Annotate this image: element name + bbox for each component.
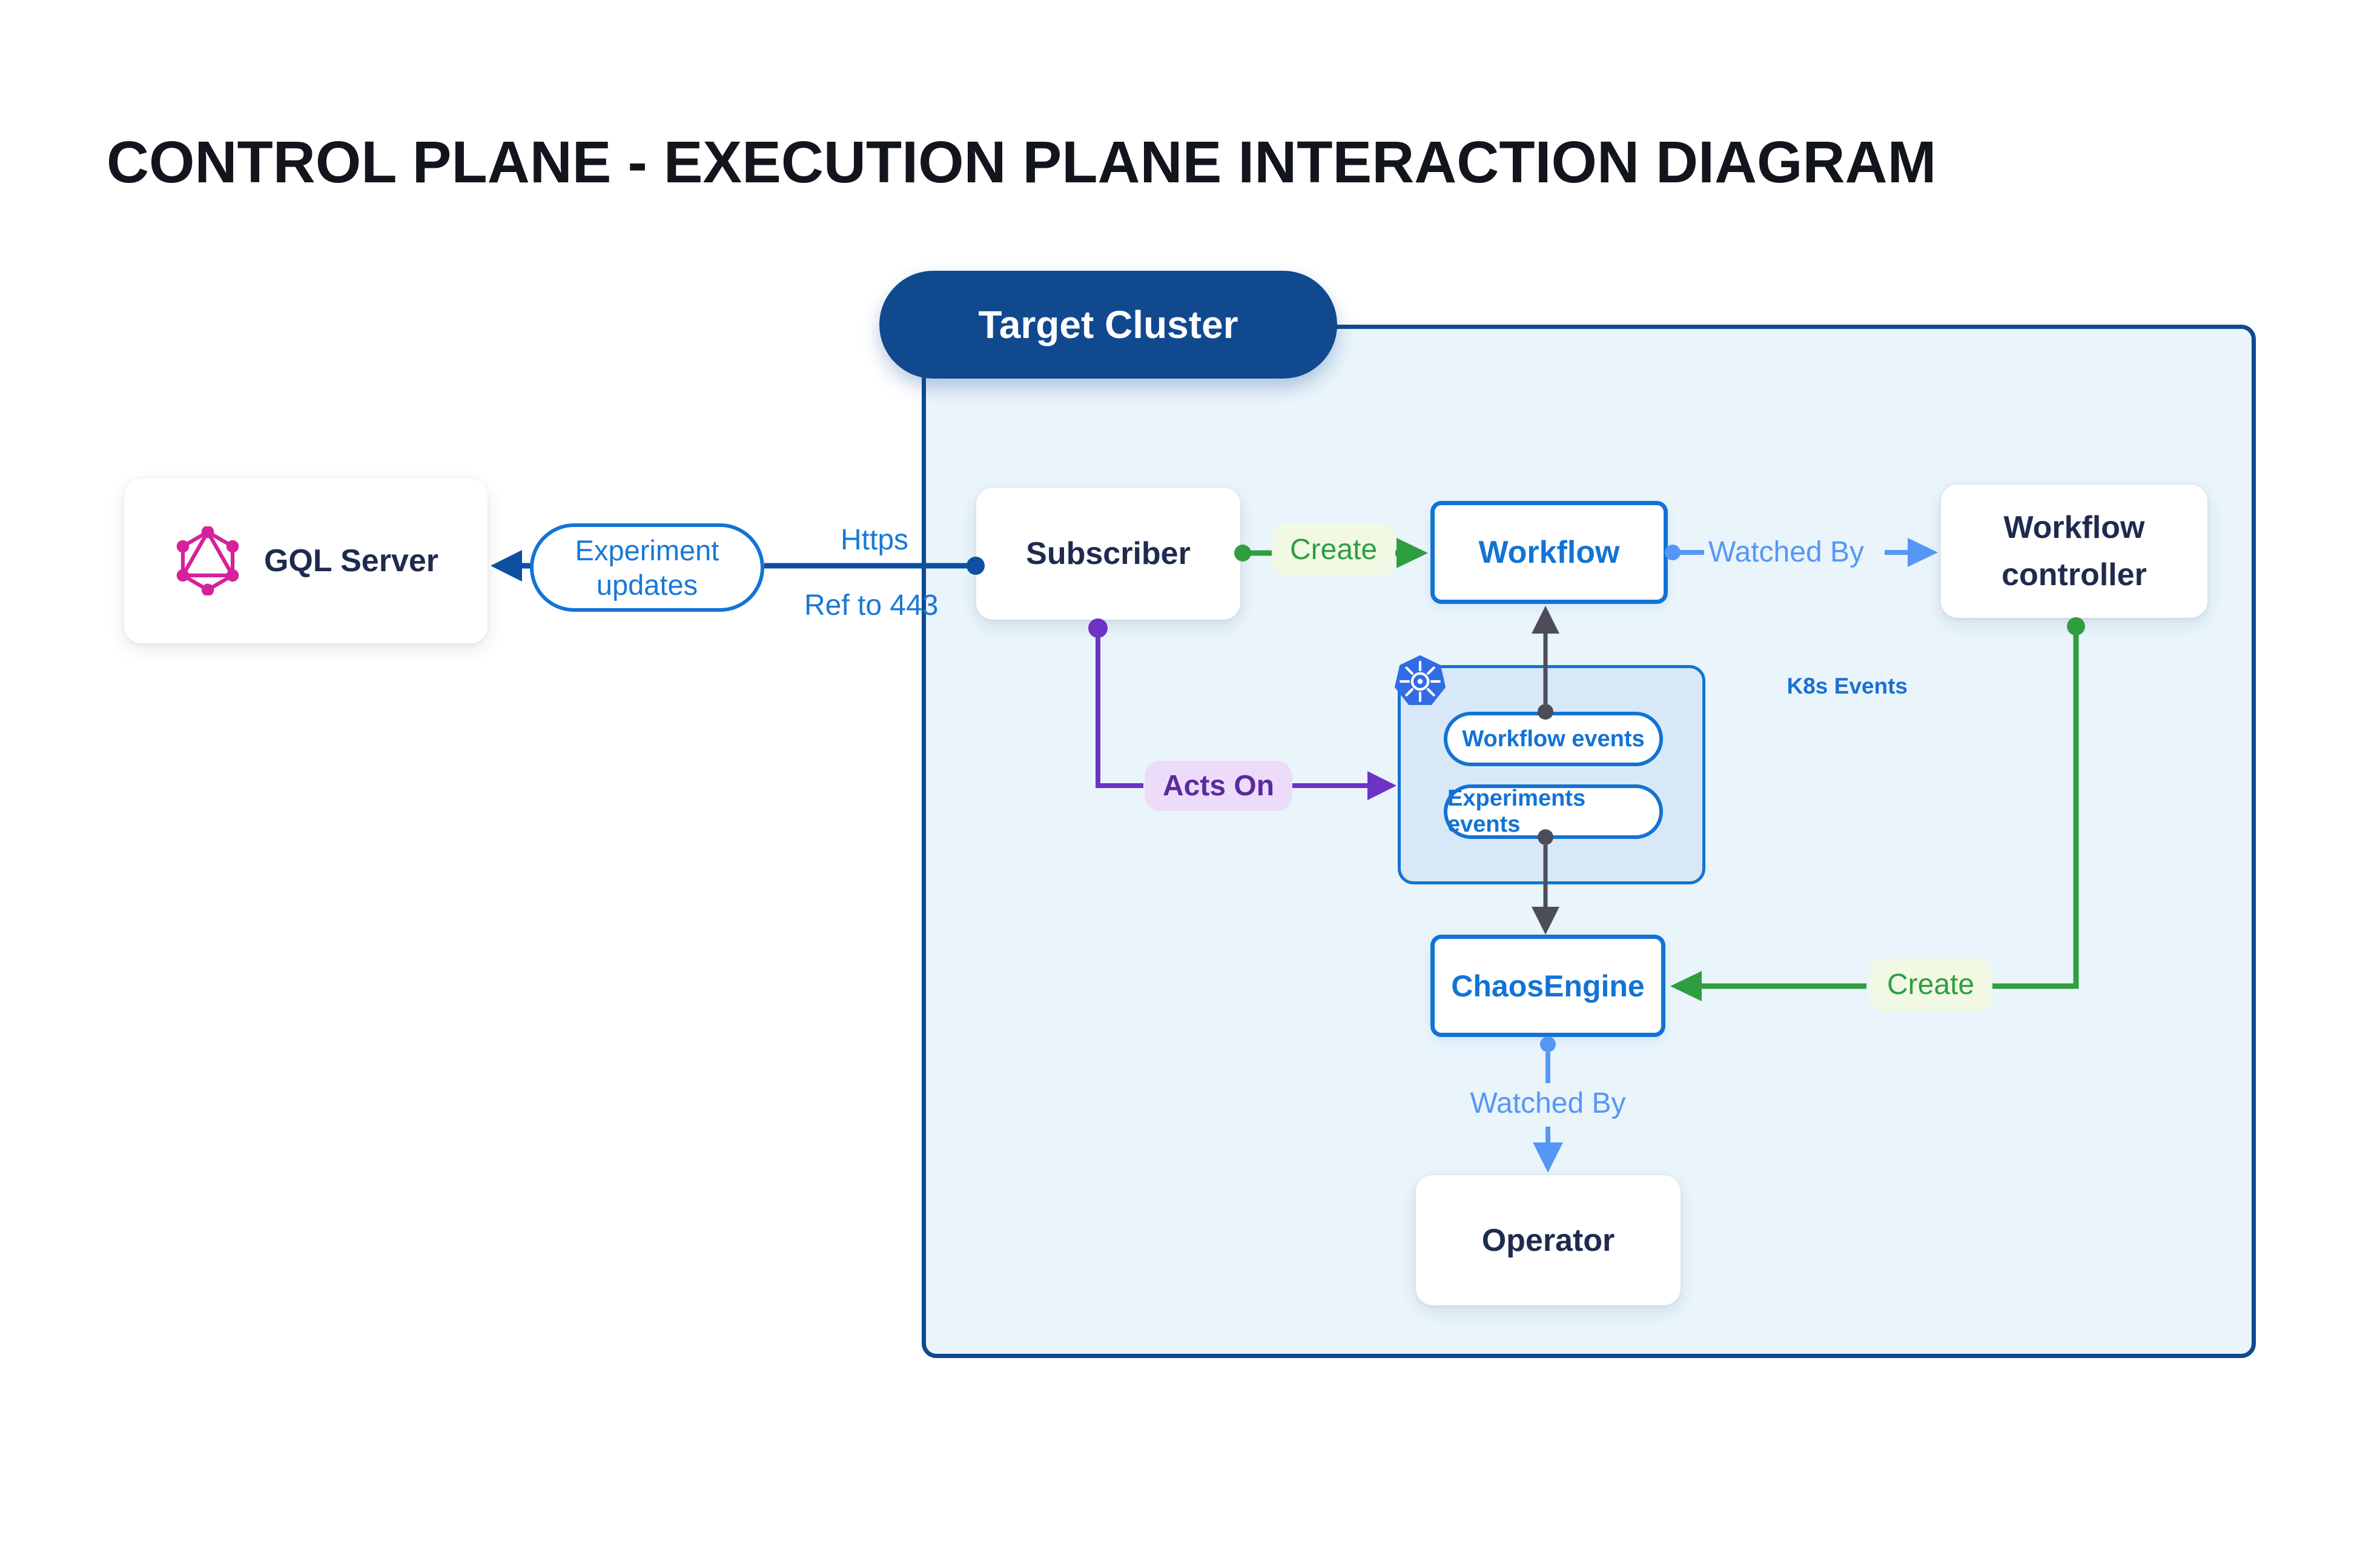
page-title: CONTROL PLANE - EXECUTION PLANE INTERACT… — [107, 129, 1937, 195]
experiments-events-label: Experiments events — [1447, 786, 1586, 837]
pill-workflow-events: Workflow events — [1444, 712, 1663, 766]
workflow-events-label: Workflow events — [1462, 726, 1645, 752]
edge-label-watched-by-top: Watched By — [1708, 536, 1864, 568]
edge-label-experiment-updates: Experiment updates — [530, 523, 764, 612]
target-cluster-label: Target Cluster — [978, 303, 1238, 346]
target-cluster-pill: Target Cluster — [879, 271, 1337, 379]
k8s-events-group — [1398, 665, 1705, 884]
edge-label-acts-on: Acts On — [1145, 761, 1293, 811]
node-operator: Operator — [1416, 1175, 1681, 1305]
subscriber-label: Subscriber — [1026, 536, 1191, 571]
graphql-icon — [176, 526, 239, 595]
gql-server-label: GQL Server — [263, 543, 439, 578]
edge-label-watched-by-bottom: Watched By — [1470, 1087, 1626, 1119]
experiment-updates-text: Experiment updates — [575, 534, 719, 601]
edge-label-create-workflow: Create — [1272, 523, 1396, 576]
kubernetes-icon — [1394, 655, 1446, 705]
workflow-label: Workflow — [1478, 535, 1620, 570]
node-workflow-controller: Workflow controller — [1941, 485, 2207, 618]
node-workflow: Workflow — [1430, 501, 1668, 604]
edge-label-https: Https — [841, 524, 909, 556]
edge-label-ref-443: Ref to 443 — [804, 589, 939, 621]
node-subscriber: Subscriber — [976, 488, 1240, 620]
operator-label: Operator — [1481, 1222, 1615, 1258]
node-gql-server: GQL Server — [124, 479, 488, 643]
workflow-controller-label: Workflow controller — [2002, 510, 2147, 592]
edge-label-create-chaosengine: Create — [1869, 958, 1993, 1011]
chaosengine-label: ChaosEngine — [1451, 969, 1645, 1003]
pill-experiments-events: Experiments events — [1444, 784, 1663, 839]
k8s-events-label: K8s Events — [1787, 674, 1908, 698]
arrowhead-into-gql-server — [491, 550, 522, 581]
node-chaosengine: ChaosEngine — [1430, 935, 1665, 1037]
